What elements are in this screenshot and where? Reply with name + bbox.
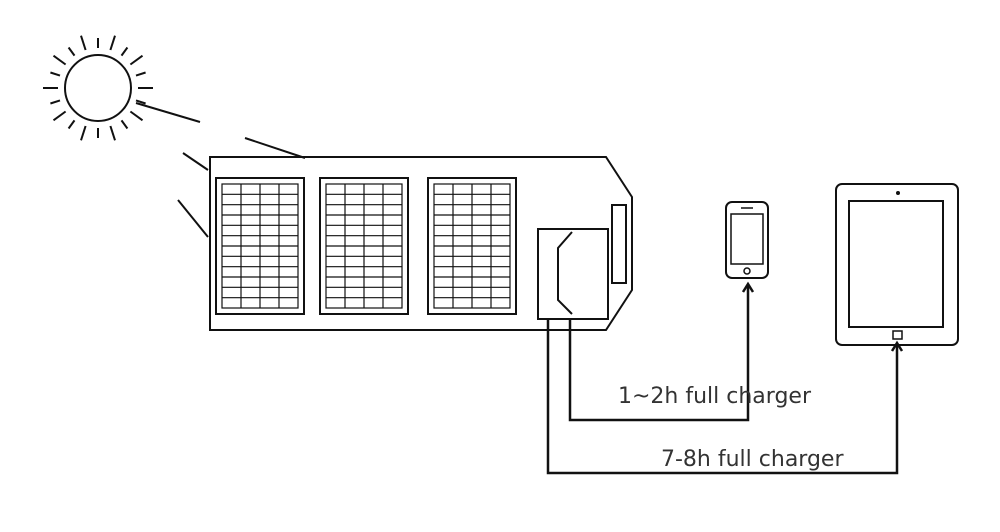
solar-cell-panel bbox=[427, 177, 517, 315]
sun-ray bbox=[120, 119, 129, 130]
sun-ray bbox=[135, 99, 146, 105]
sun-ray bbox=[120, 46, 129, 57]
tablet-charge-time-label: 7-8h full charger bbox=[661, 447, 844, 472]
phone-cable bbox=[568, 281, 755, 422]
light-beams bbox=[135, 102, 306, 238]
sun-ray bbox=[80, 125, 87, 141]
sun-ray bbox=[50, 71, 61, 77]
solar-panel bbox=[209, 156, 633, 331]
sun-ray bbox=[50, 99, 61, 105]
sun-ray bbox=[67, 119, 76, 130]
junction-box bbox=[537, 228, 609, 320]
sun-icon bbox=[43, 35, 153, 141]
sun-ray bbox=[135, 71, 146, 77]
smartphone-icon bbox=[725, 201, 769, 279]
sun-ray bbox=[80, 35, 87, 51]
solar-cell-panel bbox=[319, 177, 409, 315]
sun-rays bbox=[43, 35, 153, 141]
sun-ray bbox=[52, 54, 67, 66]
sun-ray bbox=[109, 125, 116, 141]
sun-ray bbox=[67, 46, 76, 57]
solar-cells bbox=[215, 177, 517, 315]
tablet-icon bbox=[835, 183, 959, 346]
solar-cell-panel bbox=[215, 177, 305, 315]
phone-charge-time-label: 1~2h full charger bbox=[618, 384, 812, 409]
sun-ray bbox=[52, 110, 67, 122]
side-strap bbox=[611, 204, 627, 284]
sun-ray bbox=[109, 35, 116, 51]
tablet-cable bbox=[546, 320, 904, 475]
sun-ray bbox=[129, 54, 144, 66]
usb-port bbox=[557, 231, 573, 315]
sun-ray bbox=[129, 110, 144, 122]
